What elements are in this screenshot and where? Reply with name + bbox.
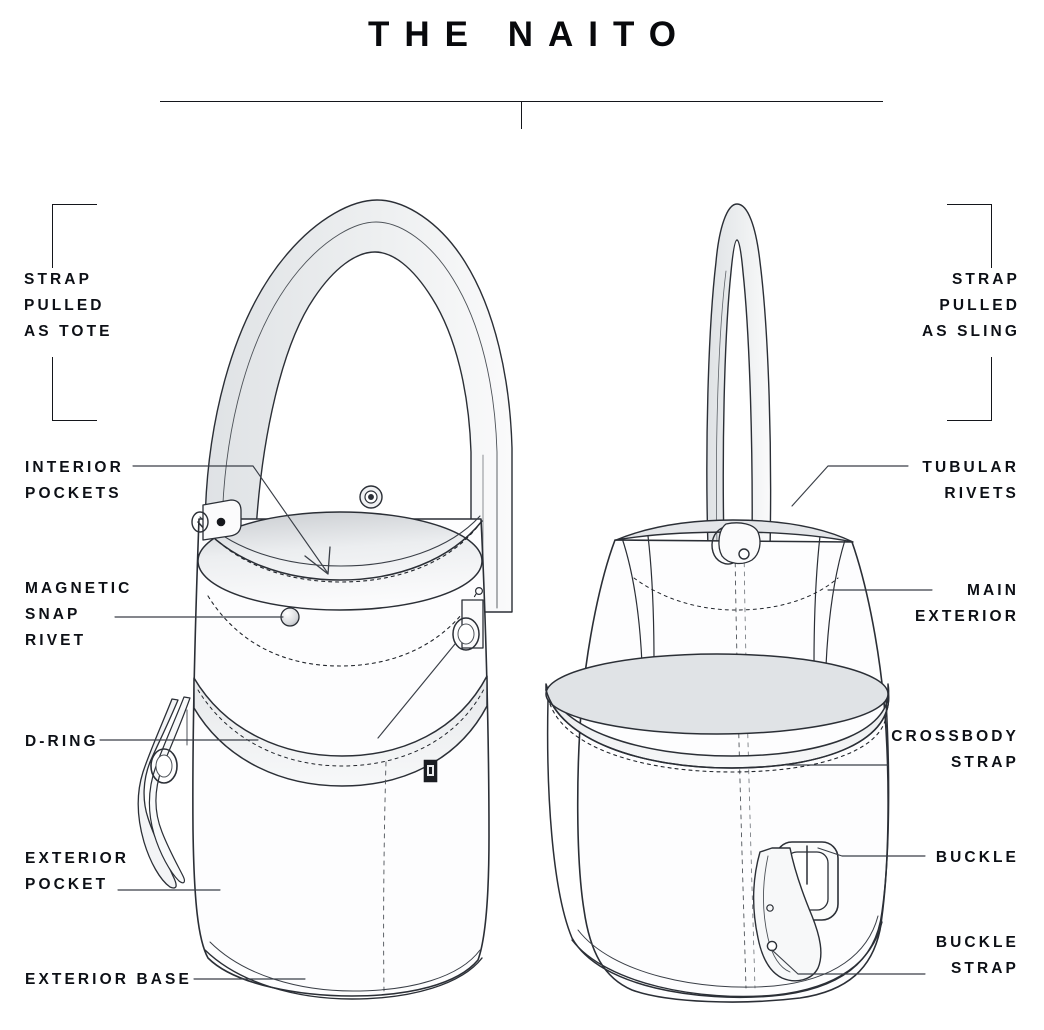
bracket-left-bottom <box>52 357 97 421</box>
page-title: THE NAITO <box>368 15 691 54</box>
sling-gather-left-2 <box>647 535 655 663</box>
label-tubular-rivets: TUBULAR RIVETS <box>922 459 1019 502</box>
sling-strap-inner-highlight <box>716 270 727 546</box>
label-exterior-pocket: EXTERIOR POCKET <box>25 850 130 893</box>
label-d-ring: D-RING <box>25 733 99 750</box>
tubular-rivet-left-view <box>359 485 383 509</box>
leader-interior-pockets-arrowhead <box>304 546 331 575</box>
bag-right-sling <box>545 203 890 1003</box>
buckle-frame-inner <box>785 851 829 911</box>
strap-tab-right-leather <box>718 522 761 565</box>
sling-strap-loop <box>706 203 772 551</box>
tote-rim-binding <box>199 515 481 567</box>
d-ring-assembly-right <box>452 586 484 651</box>
buckle-hole-upper <box>766 904 774 912</box>
leader-buckle-strap <box>771 949 926 975</box>
buckle-strap-tail <box>753 847 822 982</box>
tote-front-seam <box>207 593 477 667</box>
leader-tote-right-dring-diagonal <box>377 643 456 739</box>
strap-tab-left-ring <box>191 511 209 533</box>
sling-rim-front <box>545 689 890 769</box>
strap-tab-right-loop <box>711 527 734 565</box>
sling-rim-band <box>545 683 890 769</box>
crossbody-strap <box>771 547 809 861</box>
crossbody-strap-stitch <box>779 555 797 859</box>
sling-base-seam <box>571 921 883 998</box>
sling-rim-ellipse <box>545 653 889 735</box>
brand-tag <box>423 759 438 783</box>
tote-strap-inner-edge <box>221 221 498 609</box>
label-crossbody-strap: CROSSBODY STRAP <box>891 728 1019 771</box>
sling-upper-stitch <box>633 577 839 611</box>
sling-body-outline <box>576 539 889 1003</box>
buckle-assembly <box>753 841 839 982</box>
sling-gather-right <box>825 539 846 667</box>
label-exterior-base: EXTERIOR BASE <box>25 971 192 988</box>
magnetic-snap-rivet <box>280 607 300 627</box>
bracket-right-top <box>947 204 992 268</box>
sling-top-binding <box>615 519 854 543</box>
callout-strap-pulled-as-sling: STRAP PULLED AS SLING <box>921 271 1020 340</box>
title-divider-tick <box>521 101 522 129</box>
d-ring <box>150 748 178 784</box>
strap-tab-left-rivet <box>216 517 226 527</box>
exterior-pocket-stitch <box>197 688 485 767</box>
buckle-frame <box>775 841 839 921</box>
tote-side-seam <box>383 761 387 992</box>
tote-base-seam-inner <box>209 941 481 992</box>
label-interior-pockets: INTERIOR POCKETS <box>25 459 124 502</box>
tote-body-outline <box>192 518 490 997</box>
bag-left-tote <box>137 199 513 1000</box>
leader-tubular-rivets <box>791 465 909 507</box>
callout-strap-pulled-as-tote: STRAP PULLED AS TOTE <box>24 271 113 340</box>
sling-gather-right-2 <box>813 535 821 665</box>
d-ring-inner <box>155 754 173 778</box>
d-ring-strap-tail-2 <box>148 696 191 884</box>
bracket-left-top <box>52 204 97 268</box>
strap-tab-left-leather <box>202 499 242 541</box>
bracket-right-bottom <box>947 357 992 421</box>
label-magnetic-snap-rivet: MAGNETIC SNAP RIVET <box>25 580 133 649</box>
d-ring-strap-tail <box>137 698 179 889</box>
tote-base-seam <box>204 949 483 1000</box>
label-buckle-strap: BUCKLE STRAP <box>935 934 1019 977</box>
leader-buckle <box>817 847 926 857</box>
leader-lines <box>99 465 933 980</box>
strap-tab-left <box>191 499 242 541</box>
tote-right-tab <box>461 599 484 649</box>
leader-interior-pockets <box>132 465 328 573</box>
tote-right-dring <box>452 617 480 651</box>
sling-rim-stitch <box>549 703 888 773</box>
strap-tab-right <box>711 522 761 565</box>
sling-center-seam-2 <box>743 544 756 989</box>
buckle-strap-tail-edge <box>763 855 791 973</box>
sling-gather-left <box>621 537 643 665</box>
tote-right-eyelet <box>475 586 484 595</box>
label-buckle: BUCKLE <box>935 849 1019 866</box>
tote-rim-stitch <box>203 525 479 583</box>
d-ring-assembly-left <box>137 696 191 889</box>
buckle-hole-lower <box>766 940 778 952</box>
exterior-pocket-band <box>193 675 488 787</box>
sling-center-seam <box>734 544 747 989</box>
tubular-rivet-right-view <box>738 548 750 560</box>
tote-rim-front-edge <box>197 520 483 581</box>
sling-lower-body <box>546 699 890 999</box>
sling-base-seam-inner <box>577 915 879 988</box>
label-main-exterior: MAIN EXTERIOR <box>914 582 1019 625</box>
tote-right-dring-inner <box>457 623 475 645</box>
tote-strap-band <box>204 199 513 613</box>
tote-opening-interior <box>197 511 483 611</box>
